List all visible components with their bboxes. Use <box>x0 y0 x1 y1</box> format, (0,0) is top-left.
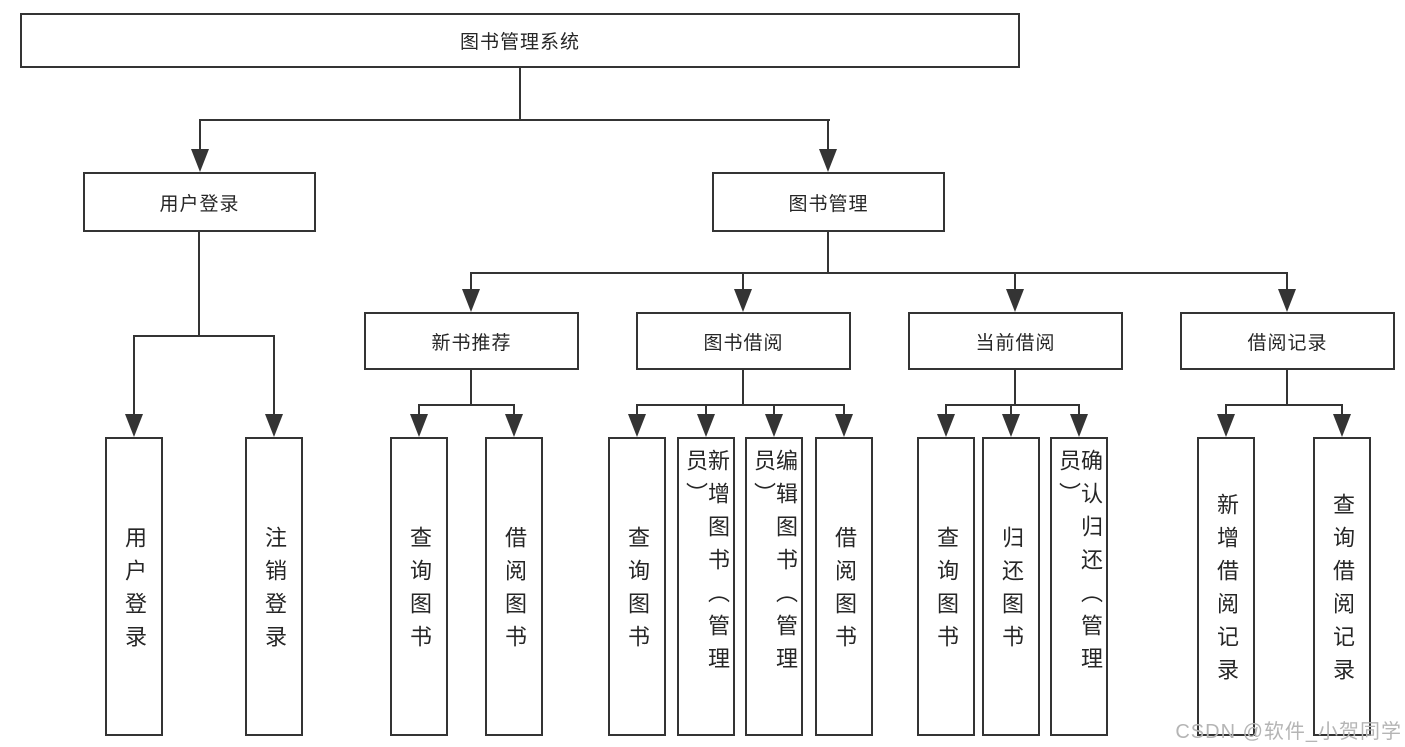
leaf-return-books: 归还图书 <box>982 437 1040 736</box>
connector-line <box>1286 272 1288 294</box>
connector-line <box>1014 272 1016 294</box>
connector-line <box>1014 370 1016 406</box>
leaf-add-books-admin: 新增图书（管理员） <box>677 437 735 736</box>
node-root: 图书管理系统 <box>20 13 1020 68</box>
connector-line <box>470 272 472 294</box>
node-borrowing-records: 借阅记录 <box>1180 312 1395 370</box>
leaf-query-books-recommend: 查询图书 <box>390 437 448 736</box>
connector-line <box>133 335 275 337</box>
connector-line <box>636 404 638 419</box>
arrowhead-down-icon <box>1006 289 1024 312</box>
connector-line <box>1010 404 1012 419</box>
arrowhead-down-icon <box>937 414 955 437</box>
arrowhead-down-icon <box>819 149 837 172</box>
arrowhead-down-icon <box>505 414 523 437</box>
connector-line <box>1225 404 1227 419</box>
connector-line <box>742 272 744 294</box>
connector-line <box>198 232 200 337</box>
connector-line <box>418 404 420 419</box>
connector-line <box>773 404 775 419</box>
connector-line <box>843 404 845 419</box>
arrowhead-down-icon <box>1217 414 1235 437</box>
arrowhead-down-icon <box>697 414 715 437</box>
node-user-login: 用户登录 <box>83 172 316 232</box>
connector-line <box>519 68 521 121</box>
connector-line <box>636 404 845 406</box>
connector-line <box>470 272 1288 274</box>
node-book-management: 图书管理 <box>712 172 945 232</box>
connector-line <box>1286 370 1288 406</box>
connector-line <box>945 404 1080 406</box>
connector-line <box>945 404 947 419</box>
connector-line <box>513 404 515 419</box>
arrowhead-down-icon <box>410 414 428 437</box>
leaf-logout: 注销登录 <box>245 437 303 736</box>
node-current-borrowing: 当前借阅 <box>908 312 1123 370</box>
leaf-query-borrow-record: 查询借阅记录 <box>1313 437 1371 736</box>
leaf-add-borrow-record: 新增借阅记录 <box>1197 437 1255 736</box>
leaf-borrow-books-borrowing: 借阅图书 <box>815 437 873 736</box>
leaf-borrow-books-recommend: 借阅图书 <box>485 437 543 736</box>
arrowhead-down-icon <box>1002 414 1020 437</box>
arrowhead-down-icon <box>628 414 646 437</box>
arrowhead-down-icon <box>1333 414 1351 437</box>
connector-line <box>1341 404 1343 419</box>
connector-line <box>199 119 201 155</box>
node-book-borrowing: 图书借阅 <box>636 312 851 370</box>
node-new-book-recommend: 新书推荐 <box>364 312 579 370</box>
leaf-query-books-borrowing: 查询图书 <box>608 437 666 736</box>
leaf-confirm-return-admin: 确认归还（管理员） <box>1050 437 1108 736</box>
connector-line <box>199 119 830 121</box>
csdn-watermark: CSDN @软件_小贺同学 <box>1175 721 1402 743</box>
connector-line <box>705 404 707 419</box>
connector-line <box>418 404 515 406</box>
arrowhead-down-icon <box>765 414 783 437</box>
connector-line <box>827 232 829 274</box>
connector-line <box>273 335 275 417</box>
leaf-query-books-current: 查询图书 <box>917 437 975 736</box>
arrowhead-down-icon <box>191 149 209 172</box>
connector-line <box>1225 404 1343 406</box>
connector-line <box>742 370 744 406</box>
connector-line <box>133 335 135 417</box>
arrowhead-down-icon <box>734 289 752 312</box>
arrowhead-down-icon <box>265 414 283 437</box>
leaf-edit-books-admin: 编辑图书（管理员） <box>745 437 803 736</box>
leaf-user-login: 用户登录 <box>105 437 163 736</box>
connector-line <box>827 119 829 155</box>
arrowhead-down-icon <box>125 414 143 437</box>
arrowhead-down-icon <box>1278 289 1296 312</box>
arrowhead-down-icon <box>1070 414 1088 437</box>
arrowhead-down-icon <box>835 414 853 437</box>
connector-line <box>1078 404 1080 419</box>
arrowhead-down-icon <box>462 289 480 312</box>
connector-line <box>470 370 472 406</box>
